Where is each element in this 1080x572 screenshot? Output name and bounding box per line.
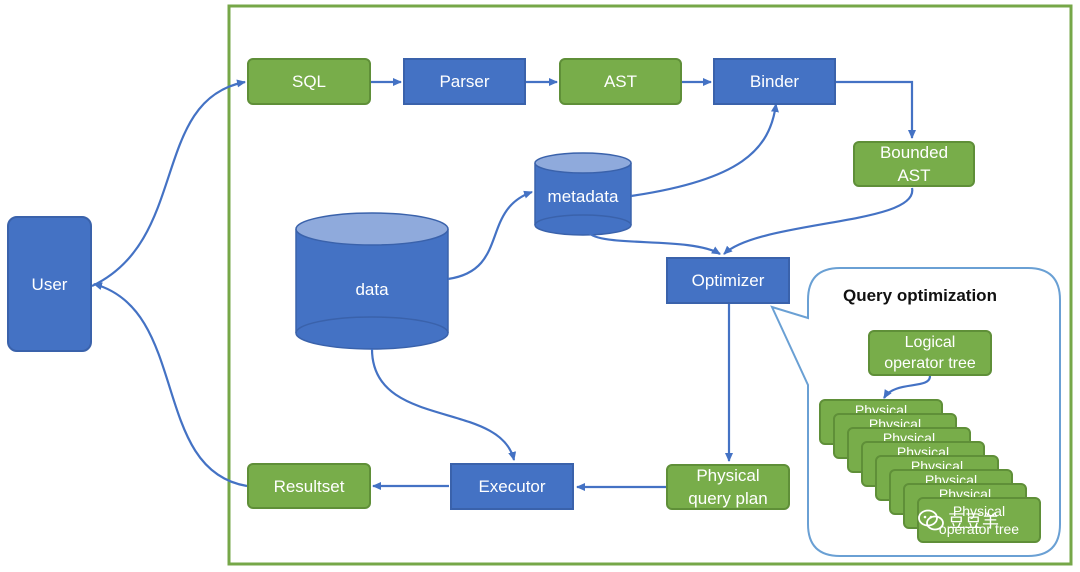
optimizer-node: Optimizer	[666, 257, 790, 304]
arrow-resultset-user	[93, 282, 248, 488]
arrow-metadata-optimizer	[587, 231, 721, 255]
physical-plan-node: Physical query plan	[666, 464, 790, 510]
data-label: data	[355, 280, 389, 299]
arrow-metadata-binder	[630, 103, 779, 198]
user-node: User	[7, 216, 92, 352]
ast-node: AST	[559, 58, 682, 105]
bounded-ast-node: Bounded AST	[853, 141, 975, 187]
physical-plan-line1: Physical	[696, 466, 760, 485]
binder-node: Binder	[713, 58, 836, 105]
arrow-data-executor	[370, 348, 517, 461]
physical-tree-card-top: Physical operator tree	[917, 497, 1041, 543]
bounded-ast-line1: Bounded	[879, 143, 949, 162]
resultset-node: Resultset	[247, 463, 371, 509]
watermark: 豆豆羊	[918, 507, 999, 532]
metadata-label: metadata	[547, 187, 619, 206]
sql-node: SQL	[247, 58, 371, 105]
physical-plan-line2: query plan	[688, 489, 768, 508]
query-optimization-title: Query optimization	[843, 286, 997, 305]
arrow-data-metadata	[447, 190, 533, 281]
watermark-text: 豆豆羊	[948, 512, 999, 531]
arrow-logical-physical	[883, 375, 932, 399]
logical-tree-line2: operator tree	[884, 355, 976, 372]
arrow-user-sql	[91, 79, 246, 287]
logical-tree-node: Logical operator tree	[868, 330, 992, 376]
parser-node: Parser	[403, 58, 526, 105]
wechat-icon	[918, 509, 944, 530]
arrow-bounded-optimizer	[723, 187, 914, 255]
metadata-cylinder	[534, 152, 632, 236]
bounded-ast-line2: AST	[897, 166, 931, 185]
physical-tree-bottom-label: operator tree	[938, 521, 1020, 537]
data-cylinder	[295, 212, 449, 350]
physical-tree-label: Physical	[952, 503, 1006, 519]
logical-tree-line1: Logical	[904, 334, 956, 351]
system-frame	[227, 4, 1073, 566]
arrow-binder-bounded	[836, 80, 916, 139]
executor-node: Executor	[450, 463, 574, 510]
